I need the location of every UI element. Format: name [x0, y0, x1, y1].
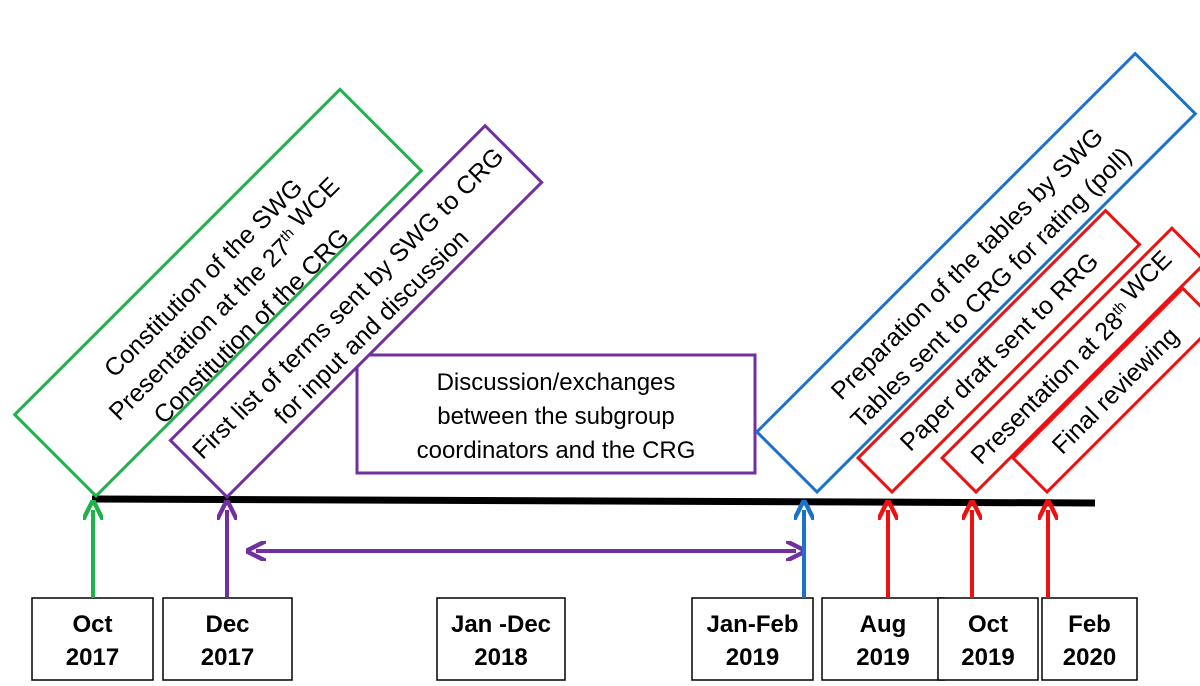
date-label: 2017 — [201, 644, 254, 671]
discussion-line1: Discussion/exchanges — [437, 369, 676, 396]
date-box — [821, 597, 945, 681]
date-label-line2: 2018 — [474, 644, 527, 671]
date-label: 2020 — [1063, 644, 1116, 671]
date-label: Oct — [72, 611, 112, 638]
timeline-bar — [91, 495, 1096, 507]
date-box-2018: Jan -Dec 2018 — [436, 597, 566, 681]
discussion-line3: coordinators and the CRG — [417, 437, 696, 464]
discussion-line2: between the subgroup — [437, 403, 675, 430]
date-label: Feb — [1068, 611, 1111, 638]
date-label: Dec — [205, 611, 249, 638]
date-label: Jan-Feb — [706, 611, 798, 638]
date-box — [1041, 597, 1138, 681]
date-label: Oct — [968, 611, 1008, 638]
discussion-box: Discussion/exchanges between the subgrou… — [355, 353, 757, 475]
date-box — [691, 597, 814, 681]
date-label: 2019 — [856, 644, 909, 671]
date-label-line1: Jan -Dec — [451, 611, 551, 638]
date-label: 2017 — [66, 644, 119, 671]
date-label: 2019 — [726, 644, 779, 671]
date-box — [937, 597, 1039, 681]
date-label: Aug — [860, 611, 907, 638]
date-label: 2019 — [961, 644, 1014, 671]
